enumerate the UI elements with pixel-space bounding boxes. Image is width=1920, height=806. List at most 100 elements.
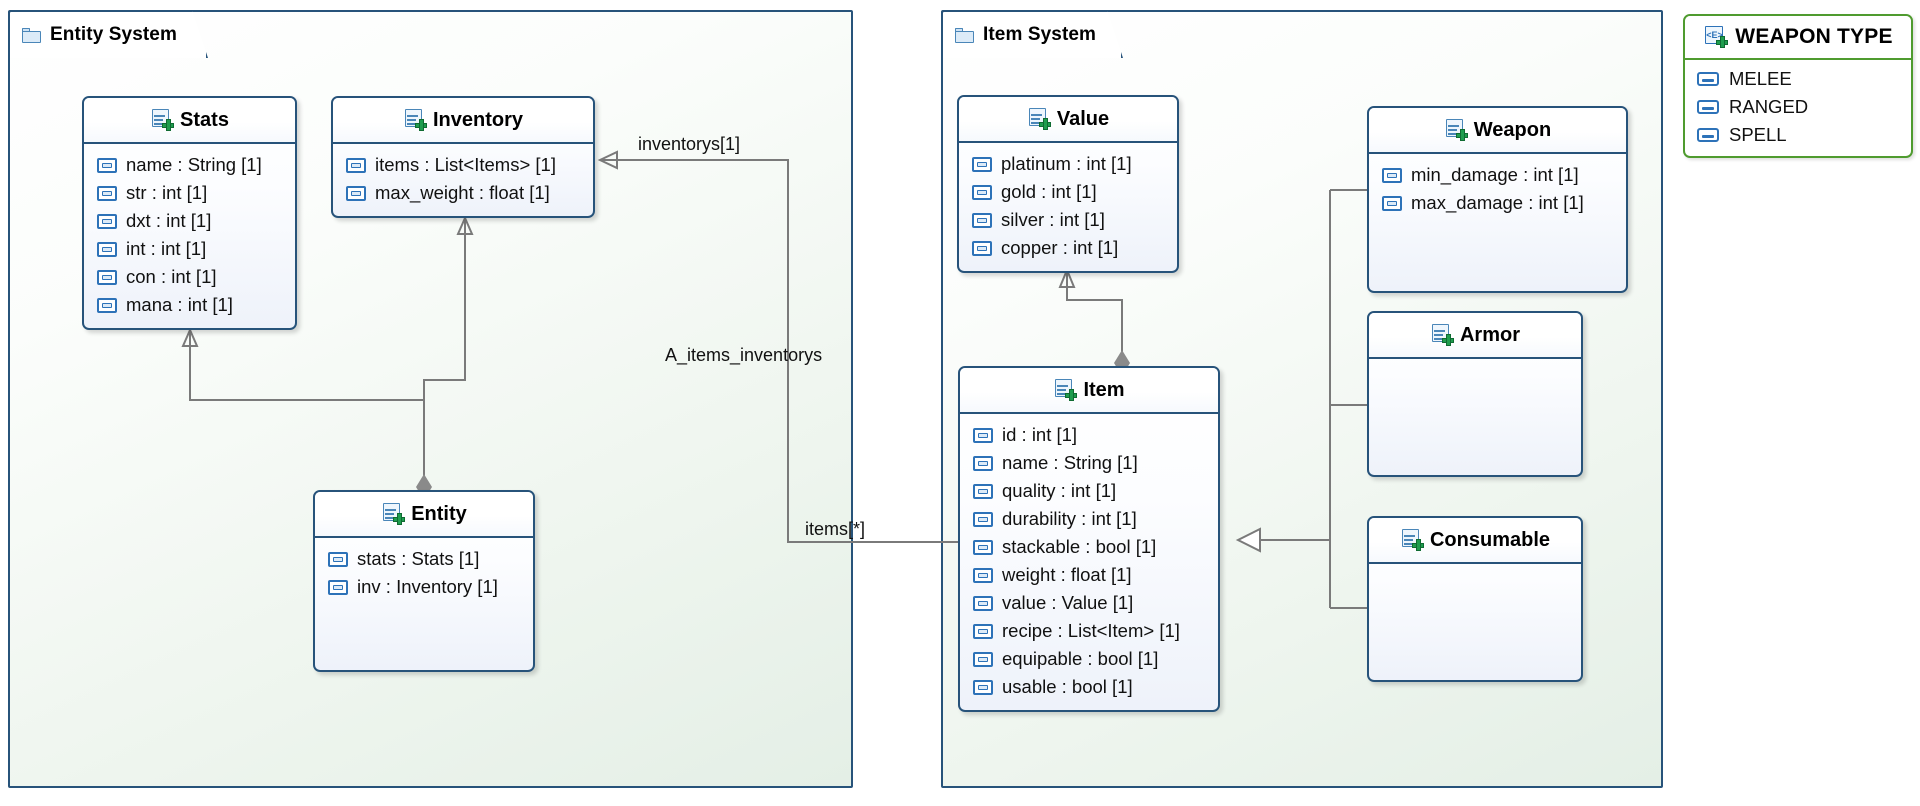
attribute-row[interactable]: max_damage : int [1]: [1369, 189, 1626, 217]
property-icon: [972, 212, 992, 228]
attribute-label: max_damage : int [1]: [1411, 192, 1584, 213]
package-entity-system-tab[interactable]: Entity System: [8, 10, 208, 58]
attribute-row[interactable]: items : List<Items> [1]: [333, 151, 593, 179]
attribute-label: con : int [1]: [126, 266, 217, 287]
attribute-row[interactable]: quality : int [1]: [960, 477, 1218, 505]
attribute-label: str : int [1]: [126, 182, 208, 203]
attribute-label: mana : int [1]: [126, 294, 233, 315]
attribute-label: items : List<Items> [1]: [375, 154, 556, 175]
enumeration-weapon-type-literals: MELEE RANGED SPELL: [1685, 60, 1911, 156]
class-entity-name: Entity: [411, 502, 467, 525]
package-item-system-title: Item System: [983, 24, 1097, 45]
property-icon: [328, 579, 348, 595]
attribute-label: copper : int [1]: [1001, 237, 1119, 258]
attribute-row[interactable]: inv : Inventory [1]: [315, 573, 533, 601]
attribute-label: id : int [1]: [1002, 424, 1078, 445]
attribute-row[interactable]: str : int [1]: [84, 179, 295, 207]
property-icon: [973, 623, 993, 639]
property-icon: [973, 595, 993, 611]
attribute-row[interactable]: recipe : List<Item> [1]: [960, 617, 1218, 645]
literal-icon: [1697, 72, 1719, 86]
property-icon: [328, 551, 348, 567]
attribute-row[interactable]: equipable : bool [1]: [960, 645, 1218, 673]
attribute-row[interactable]: id : int [1]: [960, 421, 1218, 449]
property-icon: [1382, 195, 1402, 211]
attribute-row[interactable]: min_damage : int [1]: [1369, 161, 1626, 189]
attribute-row[interactable]: silver : int [1]: [959, 206, 1177, 234]
class-weapon-attributes: min_damage : int [1] max_damage : int [1…: [1369, 154, 1626, 226]
attribute-row[interactable]: dxt : int [1]: [84, 207, 295, 235]
attribute-row[interactable]: name : String [1]: [960, 449, 1218, 477]
property-icon: [973, 455, 993, 471]
class-armor-attributes: [1369, 359, 1581, 375]
class-value-attributes: platinum : int [1] gold : int [1] silver…: [959, 143, 1177, 271]
attribute-label: gold : int [1]: [1001, 181, 1097, 202]
attribute-label: inv : Inventory [1]: [357, 576, 498, 597]
property-icon: [973, 651, 993, 667]
package-entity-system-title: Entity System: [50, 24, 177, 45]
enum-literal-row[interactable]: MELEE: [1685, 65, 1911, 93]
literal-icon: [1697, 100, 1719, 114]
attribute-row[interactable]: stackable : bool [1]: [960, 533, 1218, 561]
class-icon: [1444, 119, 1468, 141]
class-stats[interactable]: Stats name : String [1] str : int [1] dx…: [82, 96, 297, 330]
class-value[interactable]: Value platinum : int [1] gold : int [1] …: [957, 95, 1179, 273]
attribute-row[interactable]: max_weight : float [1]: [333, 179, 593, 207]
attribute-label: weight : float [1]: [1002, 564, 1132, 585]
attribute-label: recipe : List<Item> [1]: [1002, 620, 1180, 641]
class-armor-header: Armor: [1369, 313, 1581, 359]
class-item[interactable]: Item id : int [1] name : String [1] qual…: [958, 366, 1220, 712]
enum-literal-row[interactable]: RANGED: [1685, 93, 1911, 121]
enumeration-weapon-type-header: <E> WEAPON TYPE: [1685, 16, 1911, 60]
attribute-label: platinum : int [1]: [1001, 153, 1132, 174]
property-icon: [97, 297, 117, 313]
attribute-row[interactable]: int : int [1]: [84, 235, 295, 263]
attribute-row[interactable]: gold : int [1]: [959, 178, 1177, 206]
attribute-row[interactable]: mana : int [1]: [84, 291, 295, 319]
class-icon: [381, 503, 406, 525]
property-icon: [973, 483, 993, 499]
class-armor-name: Armor: [1459, 323, 1520, 346]
attribute-label: durability : int [1]: [1002, 508, 1137, 529]
attribute-label: equipable : bool [1]: [1002, 648, 1159, 669]
attribute-row[interactable]: name : String [1]: [84, 151, 295, 179]
class-consumable[interactable]: Consumable: [1367, 516, 1583, 682]
attribute-row[interactable]: con : int [1]: [84, 263, 295, 291]
class-inventory[interactable]: Inventory items : List<Items> [1] max_we…: [331, 96, 595, 218]
attribute-label: stats : Stats [1]: [357, 548, 480, 569]
attribute-row[interactable]: durability : int [1]: [960, 505, 1218, 533]
attribute-row[interactable]: stats : Stats [1]: [315, 545, 533, 573]
enum-literal-label: SPELL: [1729, 124, 1787, 145]
attribute-label: stackable : bool [1]: [1002, 536, 1157, 557]
enum-literal-label: MELEE: [1729, 68, 1792, 89]
class-entity[interactable]: Entity stats : Stats [1] inv : Inventory…: [313, 490, 535, 672]
enumeration-weapon-type[interactable]: <E> WEAPON TYPE MELEE RANGED SPELL: [1683, 14, 1913, 158]
package-item-system-tab[interactable]: Item System: [941, 10, 1123, 58]
class-armor[interactable]: Armor: [1367, 311, 1583, 477]
property-icon: [973, 511, 993, 527]
class-icon: [1027, 108, 1051, 130]
property-icon: [97, 157, 117, 173]
property-icon: [973, 539, 993, 555]
property-icon: [97, 241, 117, 257]
class-weapon[interactable]: Weapon min_damage : int [1] max_damage :…: [1367, 106, 1628, 293]
class-stats-header: Stats: [84, 98, 295, 144]
attribute-label: name : String [1]: [1002, 452, 1138, 473]
attribute-row[interactable]: usable : bool [1]: [960, 673, 1218, 701]
attribute-row[interactable]: copper : int [1]: [959, 234, 1177, 262]
class-consumable-name: Consumable: [1429, 528, 1551, 551]
attribute-row[interactable]: weight : float [1]: [960, 561, 1218, 589]
literal-icon: [1697, 128, 1719, 142]
attribute-row[interactable]: value : Value [1]: [960, 589, 1218, 617]
class-entity-header: Entity: [315, 492, 533, 538]
enum-literal-row[interactable]: SPELL: [1685, 121, 1911, 149]
attribute-label: quality : int [1]: [1002, 480, 1117, 501]
class-item-attributes: id : int [1] name : String [1] quality :…: [960, 414, 1218, 710]
attribute-row[interactable]: platinum : int [1]: [959, 150, 1177, 178]
class-value-header: Value: [959, 97, 1177, 143]
property-icon: [973, 427, 993, 443]
property-icon: [973, 679, 993, 695]
attribute-label: value : Value [1]: [1002, 592, 1134, 613]
class-icon: [150, 109, 175, 131]
property-icon: [97, 269, 117, 285]
